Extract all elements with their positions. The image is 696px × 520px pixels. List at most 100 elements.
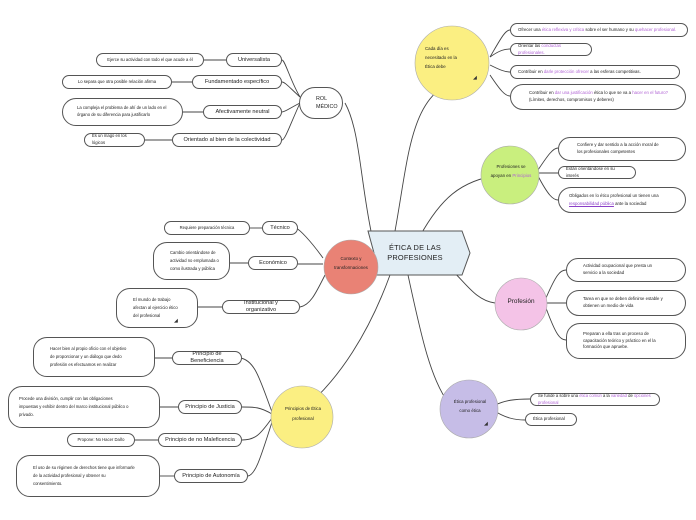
principios-line2: profesional xyxy=(292,416,314,421)
center-title-line2: PROFESIONES xyxy=(387,253,443,262)
profesiones-item-1[interactable]: Confiere y dar sentido a la acción moral… xyxy=(558,137,686,161)
profesiones-topic[interactable]: Profesiones se apoyan en Principios xyxy=(486,162,536,188)
cada-dia-item-4-hl2: hacer en el futuro? xyxy=(632,90,669,96)
contexto-institucional-detail-line2: afectan al ejercicio ético xyxy=(133,305,178,310)
principios-topic[interactable]: Principios de Ética profesional xyxy=(276,404,330,430)
cada-dia-item-3[interactable]: Contribuir en darle protección ofrecer a… xyxy=(510,65,680,79)
profesiones-item-1-line2: los profesionales competentes xyxy=(577,149,636,154)
principio-no-maleficencia-detail[interactable]: Propone: No Hacer Daño xyxy=(67,433,135,447)
profesion-topic[interactable]: Profesión xyxy=(498,298,544,310)
cada-dia-item-4-pre: Contribuir en xyxy=(529,90,555,96)
contexto-institucional[interactable]: Institucional y organizativo xyxy=(222,300,300,314)
rol-afectivamente-detail-line1: La compleja el problema de ahí de un lad… xyxy=(77,105,167,111)
rol-orientado[interactable]: Orientado al bien de la colectividad xyxy=(172,133,282,147)
profesion-item-2[interactable]: Tarea en que se deben definirse estable … xyxy=(566,290,686,316)
cada-dia-item-2[interactable]: Orientar las conductas profesionales. xyxy=(510,43,592,56)
rol-afectivamente-label: Afectivamente neutral xyxy=(215,108,270,115)
profesion-item-3-line2: capacitación teórico y práctico en el la xyxy=(583,337,656,343)
principio-beneficiencia-detail-line1: Hacer bien al propio oficio con el objet… xyxy=(50,346,127,351)
center-title-line1: ÉTICA DE LAS xyxy=(388,243,442,252)
cada-dia-line3: Ética debe xyxy=(425,64,446,69)
circle-profesion xyxy=(494,277,548,331)
principio-beneficiencia-detail[interactable]: Hacer bien al propio oficio con el objet… xyxy=(33,337,155,377)
center-topic[interactable]: ÉTICA DE LAS PROFESIONES xyxy=(360,231,470,275)
cada-dia-item-1[interactable]: Ofrecer una ética reflexiva y crítica so… xyxy=(510,23,688,37)
principio-autonomia-detail[interactable]: El uso de su régimen de derechos tiene q… xyxy=(16,455,160,497)
rol-fundamentado-detail-text: Lo separa que otra posible relación afir… xyxy=(77,78,157,84)
contexto-tecnico[interactable]: Técnico xyxy=(262,221,298,235)
rol-medico-line1: ROL xyxy=(316,96,328,102)
principio-autonomia-label: Principio de Autonomía xyxy=(182,472,240,479)
principio-justicia-detail-line3: privado. xyxy=(19,412,34,417)
link-center-cada xyxy=(394,77,476,232)
etica-item-1-pre: Se funde a sobre una xyxy=(538,392,580,398)
contexto-institucional-detail[interactable]: El mundo de trabajo afectan al ejercicio… xyxy=(116,288,198,328)
note-icon[interactable]: ◢ xyxy=(473,75,477,81)
profesion-item-1[interactable]: Actividad ocupacional que presta un serv… xyxy=(566,258,686,282)
contexto-economico-detail[interactable]: Cambio orientándose de actividad no empl… xyxy=(153,242,230,280)
profesiones-item-3[interactable]: Obligados en lo ético profesional un tie… xyxy=(558,187,686,213)
note-icon[interactable]: ◢ xyxy=(484,421,488,427)
principio-beneficiencia[interactable]: Principio de Beneficiencia xyxy=(172,351,242,365)
rol-medico-line2: MÉDICO xyxy=(316,104,338,110)
principio-beneficiencia-detail-line3: profesión es efectuamos en realizar xyxy=(50,362,117,367)
circle-profesiones xyxy=(480,145,540,205)
rol-universalista-detail-text: Ejerce su actividad con todo el que acud… xyxy=(107,56,193,62)
rol-universalista-detail[interactable]: Ejerce su actividad con todo el que acud… xyxy=(96,53,204,67)
rol-orientado-detail-text: Es un mago en los lógicos xyxy=(92,133,127,145)
profesion-item-3[interactable]: Preparan a ella tras un proceso de capac… xyxy=(566,323,686,359)
profesion-item-1-line1: Actividad ocupacional que presta un xyxy=(583,263,653,269)
principio-beneficiencia-label: Principio de Beneficiencia xyxy=(190,351,224,364)
note-icon[interactable]: ◢ xyxy=(174,318,178,324)
contexto-tecnico-detail-text: Requiere preparación técnica xyxy=(179,224,235,230)
profesion-item-1-line2: servicio a la sociedad xyxy=(583,270,625,275)
profesion-item-3-line1: Preparan a ella tras un proceso de xyxy=(583,331,649,337)
link-center-etica xyxy=(407,274,451,406)
etica-item-1-mid: a la xyxy=(601,392,611,398)
cada-dia-line2: necesitado en la xyxy=(425,55,457,60)
circle-cada-dia xyxy=(414,25,490,101)
cada-dia-item-3-hl: darle protección ofrecer xyxy=(543,68,589,74)
etica-profesional-topic[interactable]: Ética profesional como ética xyxy=(445,397,495,421)
principio-justicia-detail-line1: Procede una división, cumplir con las ob… xyxy=(19,396,113,401)
etica-item-1-post: de xyxy=(626,392,634,398)
contexto-topic[interactable]: Contexto y transformaciones xyxy=(326,254,376,280)
principio-no-maleficencia-label: Principio de no Maleficencia xyxy=(165,436,235,443)
profesiones-item-3-hl: responsabilidad pública xyxy=(569,201,614,206)
cada-dia-topic[interactable]: Cada día es necesitado en la Ética debe xyxy=(425,44,485,84)
principio-autonomia[interactable]: Principio de Autonomía xyxy=(174,469,248,483)
cada-dia-item-3-pre: Contribuir en xyxy=(518,68,544,74)
principio-justicia-detail[interactable]: Procede una división, cumplir con las ob… xyxy=(8,386,160,428)
profesiones-item-2[interactable]: Están orientándose en su interés xyxy=(558,166,636,179)
rol-orientado-detail[interactable]: Es un mago en los lógicos xyxy=(84,133,145,147)
rol-afectivamente[interactable]: Afectivamente neutral xyxy=(203,105,282,119)
principio-no-maleficencia[interactable]: Principio de no Maleficencia xyxy=(158,433,242,447)
cada-dia-item-1-mid: sobre el ser humano y su xyxy=(584,26,635,32)
link-center-rol xyxy=(344,102,373,237)
etica-profesional-item-2[interactable]: Ética profesional xyxy=(525,413,577,426)
contexto-tecnico-detail[interactable]: Requiere preparación técnica xyxy=(164,221,250,235)
principio-justicia-detail-line2: impuestas y exhibir dentro del marco ins… xyxy=(19,404,129,409)
contexto-institucional-detail-line3: del profesional xyxy=(133,313,161,318)
etica-profesional-line2: como ética xyxy=(459,408,481,413)
principio-justicia[interactable]: Principio de Justicia xyxy=(178,400,242,414)
etica-item-1-hl2: variedad xyxy=(610,392,627,398)
rol-medico-node[interactable]: ROL MÉDICO xyxy=(299,87,343,119)
cada-dia-item-4[interactable]: Contribuir en dar una justificación étic… xyxy=(510,84,686,110)
profesion-item-2-line2: obtienen un medio de vida xyxy=(583,303,634,308)
rol-fundamentado-detail[interactable]: Lo separa que otra posible relación afir… xyxy=(62,75,172,89)
cada-dia-item-4-hl: dar una justificación xyxy=(554,90,593,96)
rol-universalista[interactable]: Universalista xyxy=(226,53,282,67)
rol-fundamentado[interactable]: Fundamentado específico xyxy=(192,75,282,89)
contexto-line2: transformaciones xyxy=(334,265,368,270)
cada-dia-item-1-hl2: quehacer profesional. xyxy=(634,26,677,32)
principio-autonomia-detail-line2: de la actividad profesional y obtener su xyxy=(33,473,106,478)
contexto-economico[interactable]: Económico xyxy=(248,256,298,270)
circle-contexto xyxy=(323,239,379,295)
rol-afectivamente-detail[interactable]: La compleja el problema de ahí de un lad… xyxy=(62,98,183,126)
etica-profesional-item-1[interactable]: Se funde a sobre una ética común a la va… xyxy=(530,393,660,406)
contexto-institucional-label: Institucional y organizativo xyxy=(244,300,278,313)
profesion-item-3-line3: formación que apruebe. xyxy=(583,344,629,350)
